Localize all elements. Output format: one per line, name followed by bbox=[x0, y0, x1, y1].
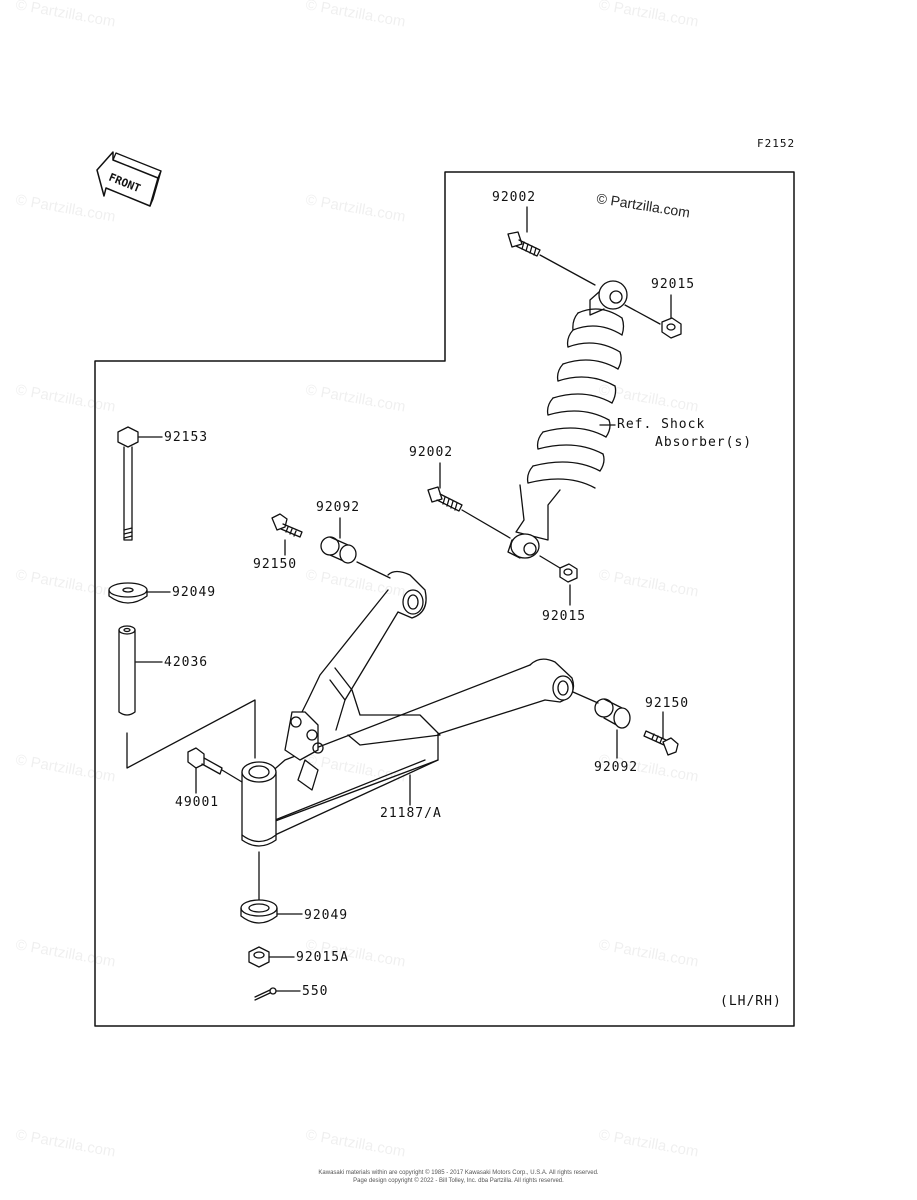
bushing-92092-left bbox=[320, 536, 357, 564]
part-label-92153[interactable]: 92153 bbox=[164, 430, 209, 445]
assembly-guide-line bbox=[126, 699, 256, 769]
leader-line bbox=[461, 509, 511, 539]
leader-line bbox=[356, 561, 391, 579]
bolt-92150-left bbox=[271, 513, 303, 538]
leader-line bbox=[572, 691, 599, 704]
part-label-92015-top[interactable]: 92015 bbox=[651, 277, 696, 292]
figure-code: F2152 bbox=[757, 137, 796, 150]
part-label-92092-right[interactable]: 92092 bbox=[594, 760, 639, 775]
seal-92049-bottom bbox=[240, 899, 278, 924]
part-label-92015-mid[interactable]: 92015 bbox=[542, 609, 587, 624]
bushing-92092-right bbox=[594, 698, 631, 729]
leader-line bbox=[539, 555, 561, 569]
part-label-92049-top[interactable]: 92049 bbox=[172, 585, 217, 600]
part-label-21187[interactable]: 21187/A bbox=[380, 806, 442, 821]
part-label-92150-left[interactable]: 92150 bbox=[253, 557, 298, 572]
ref-shock-label-2[interactable]: Absorber(s) bbox=[655, 435, 753, 450]
part-label-92049-bottom[interactable]: 92049 bbox=[304, 908, 349, 923]
bolt-92150-right bbox=[643, 730, 679, 756]
part-label-92150-right[interactable]: 92150 bbox=[645, 696, 690, 711]
collar-42036 bbox=[118, 625, 136, 716]
diagram-frame bbox=[94, 171, 795, 1027]
part-label-49001[interactable]: 49001 bbox=[175, 795, 220, 810]
part-label-92015A[interactable]: 92015A bbox=[296, 950, 349, 965]
castle-nut-92015A bbox=[248, 946, 270, 968]
variant-note: (LH/RH) bbox=[720, 994, 782, 1009]
part-label-550[interactable]: 550 bbox=[302, 984, 329, 999]
nut-92015-mid bbox=[559, 563, 578, 583]
front-arrow-icon: FRONT bbox=[96, 151, 162, 207]
leader-line bbox=[539, 254, 596, 286]
grease-nipple-49001 bbox=[187, 747, 223, 775]
part-label-92002-top[interactable]: 92002 bbox=[492, 190, 537, 205]
part-label-42036[interactable]: 42036 bbox=[164, 655, 209, 670]
bolt-92153 bbox=[117, 426, 139, 541]
shock-absorber bbox=[507, 280, 628, 559]
leader-line bbox=[624, 304, 661, 325]
footer-line-2: Page design copyright © 2022 - Bill Toll… bbox=[353, 1178, 564, 1184]
washer-92049-top bbox=[108, 582, 148, 604]
part-label-92002-mid[interactable]: 92002 bbox=[409, 445, 454, 460]
part-label-92092-left[interactable]: 92092 bbox=[316, 500, 361, 515]
leader-line bbox=[221, 769, 243, 783]
a-arm-21187 bbox=[241, 570, 575, 847]
bolt-92002-top bbox=[507, 231, 541, 257]
cotter-pin-550 bbox=[254, 987, 277, 1001]
footer-line-1: Kawasaki materials within are copyright … bbox=[318, 1170, 599, 1176]
bolt-92002-mid bbox=[427, 486, 463, 512]
nut-92015-top bbox=[661, 317, 682, 339]
ref-shock-label-1[interactable]: Ref. Shock bbox=[617, 417, 706, 432]
